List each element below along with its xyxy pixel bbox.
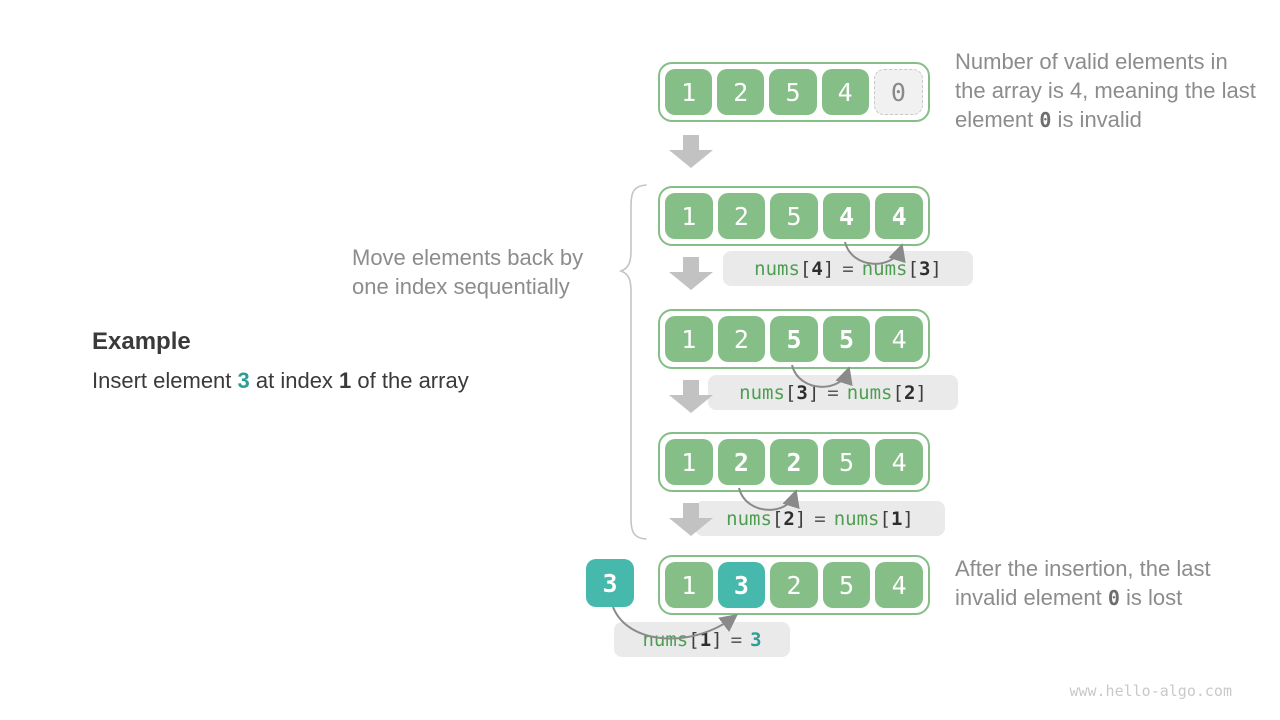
array-cell: 2	[717, 316, 766, 362]
example-text-part: of the array	[351, 368, 469, 393]
code-bracket: [	[688, 628, 700, 651]
example-description: Insert element 3 at index 1 of the array	[92, 368, 469, 394]
insert-value-text: 3	[237, 368, 250, 393]
example-text-part: at index	[249, 368, 340, 393]
array-row-shift-2: 1 2 5 5 4	[658, 309, 930, 369]
array-cell: 1	[665, 439, 713, 485]
note-code-zero: 0	[1107, 586, 1120, 610]
code-bracket: [	[892, 381, 904, 404]
example-text-part: Insert element	[92, 368, 238, 393]
code-bracket: [	[907, 257, 919, 280]
array-cell-moved: 2	[717, 439, 766, 485]
code-index: 1	[890, 507, 903, 530]
note-text-part: After the insertion, the last invalid el…	[955, 556, 1211, 610]
code-fn: nums	[739, 381, 785, 404]
code-index: 4	[811, 257, 823, 280]
array-row-shift-1: 1 2 5 4 4	[658, 186, 930, 246]
array-cell: 1	[665, 69, 713, 115]
code-equals: =	[730, 628, 743, 651]
array-cell-moved: 4	[875, 193, 923, 239]
code-bracket: ]	[822, 257, 835, 280]
array-cell-moved: 5	[822, 316, 871, 362]
note-invalid-element: Number of valid elements in the array is…	[955, 47, 1260, 135]
code-bracket: ]	[930, 257, 942, 280]
code-index: 3	[918, 257, 931, 280]
note-code-zero: 0	[1039, 108, 1052, 132]
code-bracket: [	[799, 257, 812, 280]
down-arrow-icon	[669, 380, 713, 413]
array-cell: 1	[665, 193, 713, 239]
code-fn: nums	[846, 381, 893, 404]
code-bracket: [	[771, 507, 784, 530]
array-cell-moved: 2	[770, 439, 818, 485]
assignment-label-2: nums[3]=nums[2]	[708, 375, 958, 410]
watermark-url: www.hello-algo.com	[1069, 682, 1232, 700]
code-index: 1	[699, 628, 712, 651]
code-insert-value: 3	[750, 628, 762, 651]
note-text-part: is lost	[1119, 585, 1183, 610]
array-cell: 4	[875, 439, 923, 485]
down-arrow-icon	[669, 257, 713, 290]
array-row-initial: 1 2 5 4 0	[658, 62, 930, 122]
inserted-element-cell: 3	[586, 559, 634, 607]
code-bracket: [	[879, 507, 891, 530]
code-fn: nums	[754, 257, 800, 280]
array-row-shift-3: 1 2 2 5 4	[658, 432, 930, 492]
code-bracket: ]	[915, 381, 927, 404]
code-index: 3	[796, 381, 808, 404]
code-equals: =	[827, 381, 839, 404]
code-fn: nums	[833, 507, 880, 530]
array-cell: 4	[875, 316, 923, 362]
down-arrow-icon	[669, 135, 713, 168]
code-fn: nums	[861, 257, 908, 280]
example-heading: Example	[92, 328, 191, 355]
array-row-result: 1 3 2 5 4	[658, 555, 930, 615]
array-cell-moved: 4	[822, 193, 871, 239]
array-cell: 2	[770, 562, 818, 608]
array-cell-invalid: 0	[873, 69, 924, 115]
assignment-label-3: nums[2]=nums[1]	[695, 501, 945, 536]
array-cell: 1	[665, 562, 713, 608]
note-move-elements: Move elements back by one index sequenti…	[352, 245, 584, 299]
code-bracket: ]	[794, 507, 807, 530]
code-bracket: ]	[711, 628, 723, 651]
array-cell-inserted: 3	[717, 562, 766, 608]
code-index: 2	[903, 381, 916, 404]
assignment-label-1: nums[4]=nums[3]	[723, 251, 973, 286]
array-cell: 5	[822, 562, 871, 608]
insert-index-text: 1	[339, 368, 352, 393]
array-cell: 2	[717, 193, 766, 239]
code-index: 2	[783, 507, 795, 530]
array-cell: 4	[875, 562, 923, 608]
code-bracket: ]	[902, 507, 914, 530]
code-equals: =	[814, 507, 826, 530]
note-after-insertion: After the insertion, the last invalid el…	[955, 554, 1260, 613]
code-bracket: ]	[807, 381, 820, 404]
array-cell: 5	[769, 69, 817, 115]
code-equals: =	[842, 257, 854, 280]
assignment-label-insert: nums[1] = 3	[614, 622, 790, 657]
code-bracket: [	[784, 381, 797, 404]
brace-bracket	[618, 184, 647, 540]
array-cell: 2	[717, 69, 765, 115]
array-cell: 5	[822, 439, 871, 485]
array-cell: 1	[665, 316, 713, 362]
code-fn: nums	[726, 507, 772, 530]
array-cell-moved: 5	[770, 316, 818, 362]
note-text-part: Number of valid elements in the array is…	[955, 49, 1256, 132]
code-fn: nums	[642, 628, 689, 651]
array-cell: 4	[821, 69, 869, 115]
note-text-part: is invalid	[1051, 107, 1142, 132]
array-cell: 5	[770, 193, 818, 239]
